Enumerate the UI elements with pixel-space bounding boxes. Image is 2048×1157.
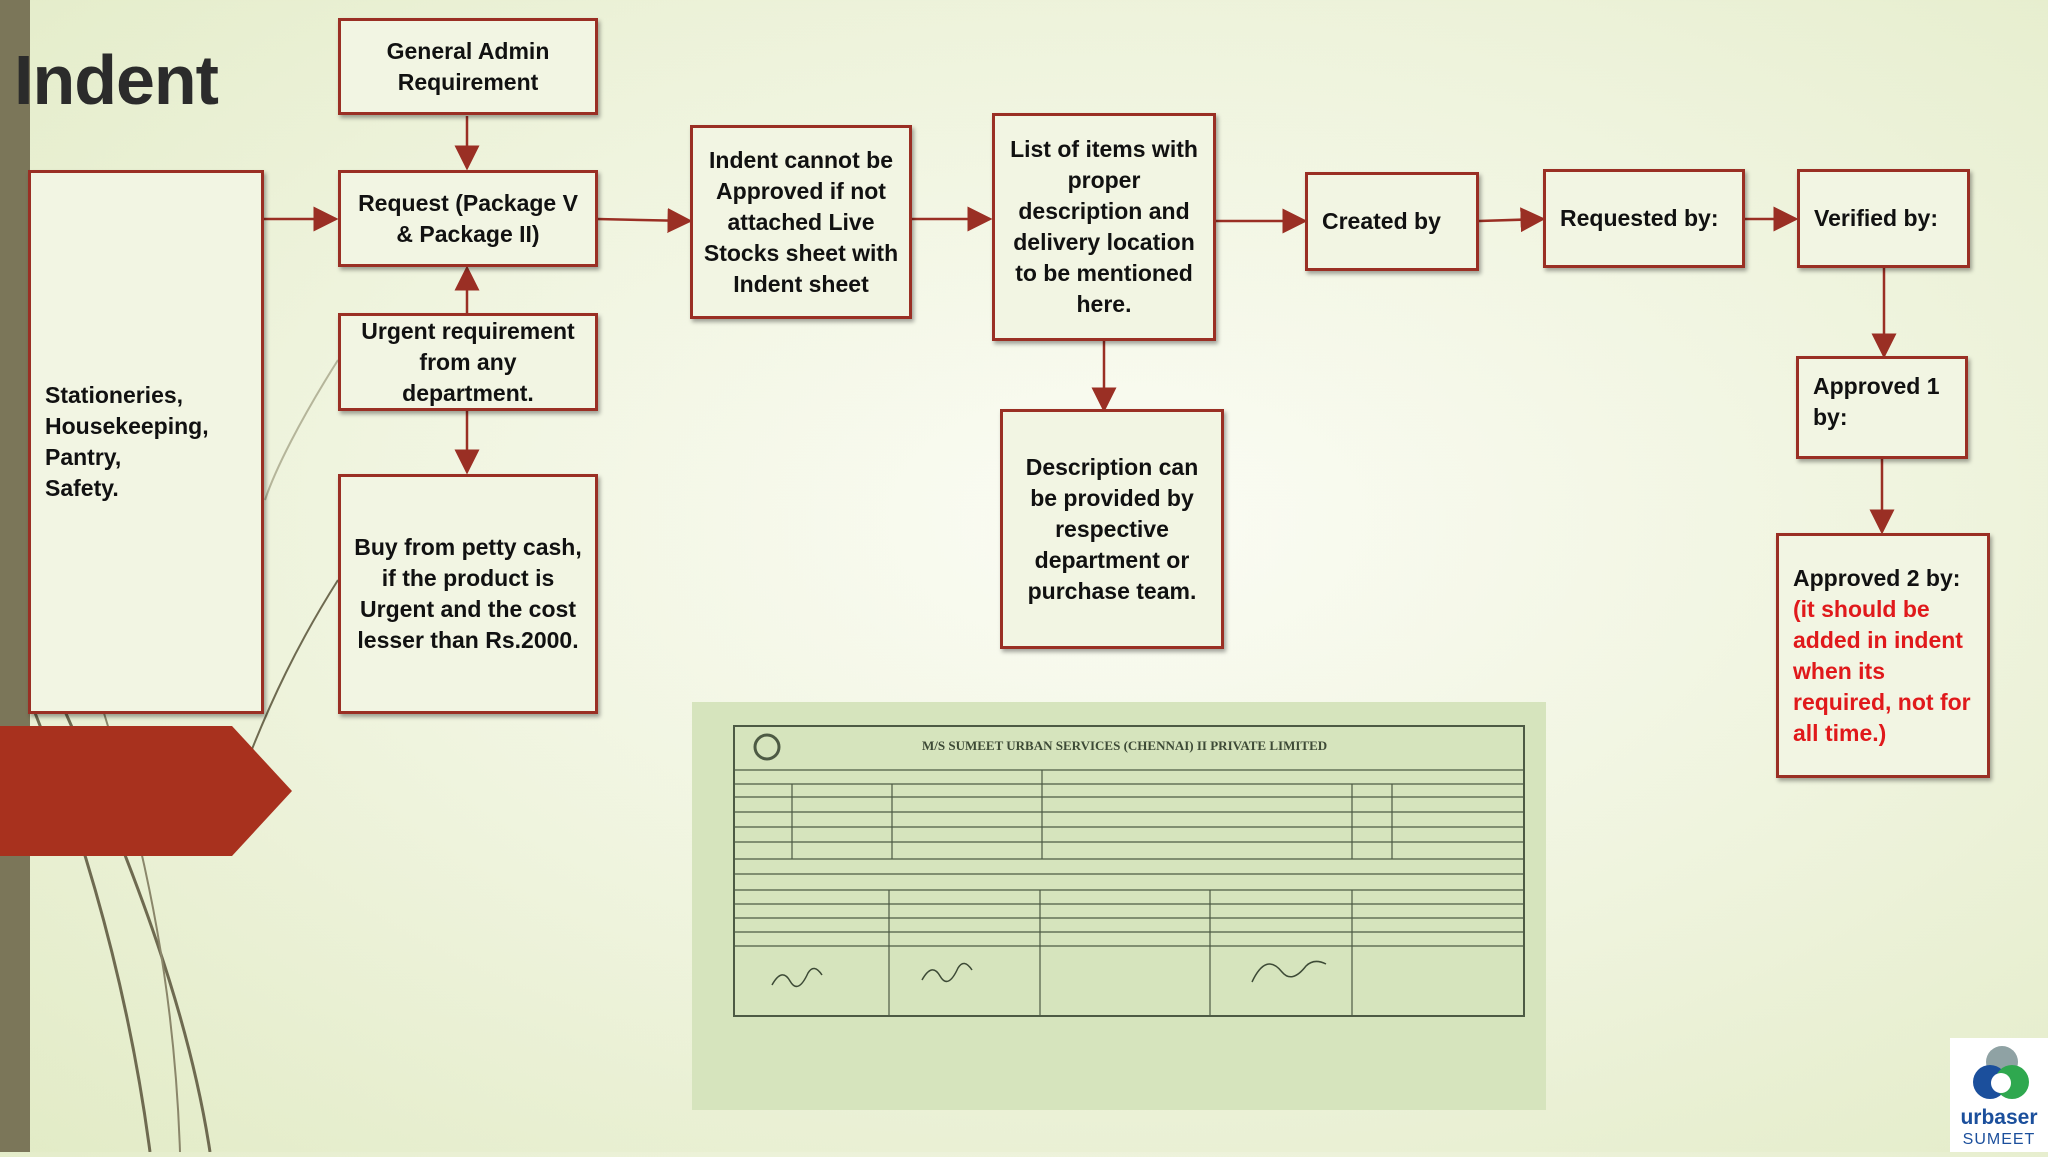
indent-form-image: M/S SUMEET URBAN SERVICES (CHENNAI) II P… <box>692 702 1546 1110</box>
indent-form-company: M/S SUMEET URBAN SERVICES (CHENNAI) II P… <box>922 738 1327 753</box>
box-urgent-requirement-text: Urgent requirement from any department. <box>361 317 575 406</box>
box-list-of-items-text: List of items with proper description an… <box>1010 136 1198 317</box>
box-indent-cannot-approve: Indent cannot be Approved if not attache… <box>690 125 912 319</box>
logo-text-sumeet: SUMEET <box>1963 1131 2036 1148</box>
box-petty-cash-text: Buy from petty cash, if the product is U… <box>354 534 582 653</box>
box-approved-2-note: (it should be added in indent when its r… <box>1793 595 1971 746</box>
page-title: Indent <box>14 41 219 119</box>
box-created-by-text: Created by <box>1322 208 1441 234</box>
box-approved-1: Approved 1 by: <box>1796 356 1968 459</box>
box-request-package: Request (Package V & Package II) <box>338 170 598 267</box>
indent-form-drawing: M/S SUMEET URBAN SERVICES (CHENNAI) II P… <box>733 725 1525 1017</box>
box-approved-2-content: Approved 2 by: (it should be added in in… <box>1793 563 1971 749</box>
left-accent-bar <box>0 0 30 1152</box>
box-approved-1-text: Approved 1 by: <box>1813 373 1940 430</box>
box-urgent-requirement: Urgent requirement from any department. <box>338 313 598 411</box>
box-list-of-items: List of items with proper description an… <box>992 113 1216 341</box>
box-requested-by-text: Requested by: <box>1560 205 1719 231</box>
box-request-package-text: Request (Package V & Package II) <box>358 189 578 247</box>
box-description: Description can be provided by respectiv… <box>1000 409 1224 649</box>
box-approved-2: Approved 2 by: (it should be added in in… <box>1776 533 1990 778</box>
box-verified-by: Verified by: <box>1797 169 1970 268</box>
box-general-admin-text: General Admin Requirement <box>386 37 550 95</box>
urbaser-sumeet-logo-mark: urbaser SUMEET <box>1960 1046 2038 1148</box>
box-requested-by: Requested by: <box>1543 169 1745 268</box>
box-approved-2-label: Approved 2 by: <box>1793 564 1961 591</box>
box-categories: Stationeries, Housekeeping, Pantry, Safe… <box>28 170 264 714</box>
box-indent-cannot-approve-text: Indent cannot be Approved if not attache… <box>703 146 899 297</box>
logo-text-urbaser: urbaser <box>1960 1106 2037 1129</box>
accent-arrow-tab <box>0 726 292 856</box>
box-categories-text: Stationeries, Housekeeping, Pantry, Safe… <box>45 382 209 501</box>
box-verified-by-text: Verified by: <box>1814 205 1938 231</box>
box-description-text: Description can be provided by respectiv… <box>1025 453 1199 604</box>
box-created-by: Created by <box>1305 172 1479 271</box>
box-general-admin: General Admin Requirement <box>338 18 598 115</box>
urbaser-sumeet-logo: urbaser SUMEET <box>1950 1038 2048 1152</box>
box-petty-cash: Buy from petty cash, if the product is U… <box>338 474 598 714</box>
